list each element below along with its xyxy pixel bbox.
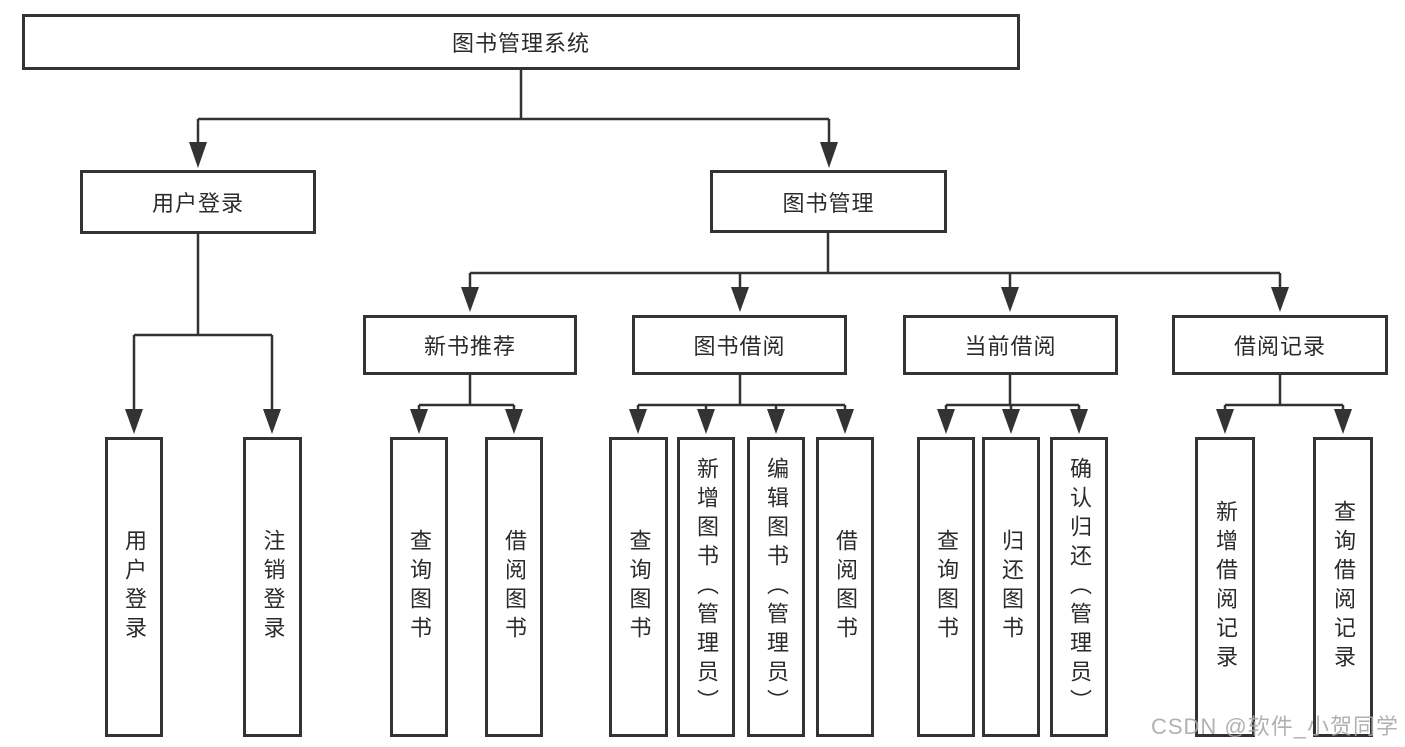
leaf-nbr-borrow-book: 借阅图书	[485, 437, 543, 737]
leaf-br-add-record: 新增借阅记录	[1195, 437, 1255, 737]
leaf-nbr-query-book-label: 查询图书	[407, 529, 432, 645]
node-book-borrow: 图书借阅	[632, 315, 847, 375]
leaf-bb-add-book: 新增图书（管理员）	[677, 437, 735, 737]
node-user-login: 用户登录	[80, 170, 316, 234]
leaf-cb-return-book-label: 归还图书	[999, 529, 1024, 645]
node-borrow-records-label: 借阅记录	[1233, 334, 1326, 359]
node-book-management-label: 图书管理	[782, 190, 875, 216]
leaf-nbr-borrow-book-label: 借阅图书	[502, 529, 527, 645]
leaf-br-query-record: 查询借阅记录	[1313, 437, 1373, 737]
node-root: 图书管理系统	[22, 14, 1020, 70]
node-current-borrow-label: 当前借阅	[964, 334, 1057, 359]
leaf-user-login-label: 用户登录	[122, 529, 147, 645]
leaf-bb-add-book-label: 新增图书（管理员）	[694, 456, 719, 718]
leaf-cb-confirm-return: 确认归还（管理员）	[1050, 437, 1108, 737]
leaf-bb-edit-book: 编辑图书（管理员）	[747, 437, 805, 737]
leaf-bb-borrow-book: 借阅图书	[816, 437, 874, 737]
leaf-logout-label: 注销登录	[260, 529, 286, 645]
leaf-br-query-record-label: 查询借阅记录	[1331, 500, 1356, 674]
leaf-cb-return-book: 归还图书	[982, 437, 1040, 737]
leaf-bb-borrow-book-label: 借阅图书	[833, 529, 858, 645]
leaf-bb-query-book-label: 查询图书	[626, 529, 652, 645]
node-borrow-records: 借阅记录	[1172, 315, 1388, 375]
node-book-management: 图书管理	[710, 170, 947, 233]
leaf-bb-query-book: 查询图书	[609, 437, 668, 737]
leaf-br-add-record-label: 新增借阅记录	[1213, 500, 1238, 674]
leaf-nbr-query-book: 查询图书	[390, 437, 448, 737]
leaf-cb-query-book-label: 查询图书	[934, 529, 959, 645]
node-user-login-label: 用户登录	[151, 191, 244, 216]
leaf-logout: 注销登录	[243, 437, 302, 737]
leaf-cb-query-book: 查询图书	[917, 437, 975, 737]
node-current-borrow: 当前借阅	[903, 315, 1118, 375]
leaf-cb-confirm-return-label: 确认归还（管理员）	[1067, 456, 1092, 718]
node-new-book-recommend: 新书推荐	[363, 315, 577, 375]
leaf-bb-edit-book-label: 编辑图书（管理员）	[764, 456, 789, 718]
node-book-borrow-label: 图书借阅	[693, 334, 786, 359]
node-new-book-recommend-label: 新书推荐	[423, 334, 516, 359]
leaf-user-login: 用户登录	[105, 437, 163, 737]
node-root-label: 图书管理系统	[451, 31, 590, 56]
